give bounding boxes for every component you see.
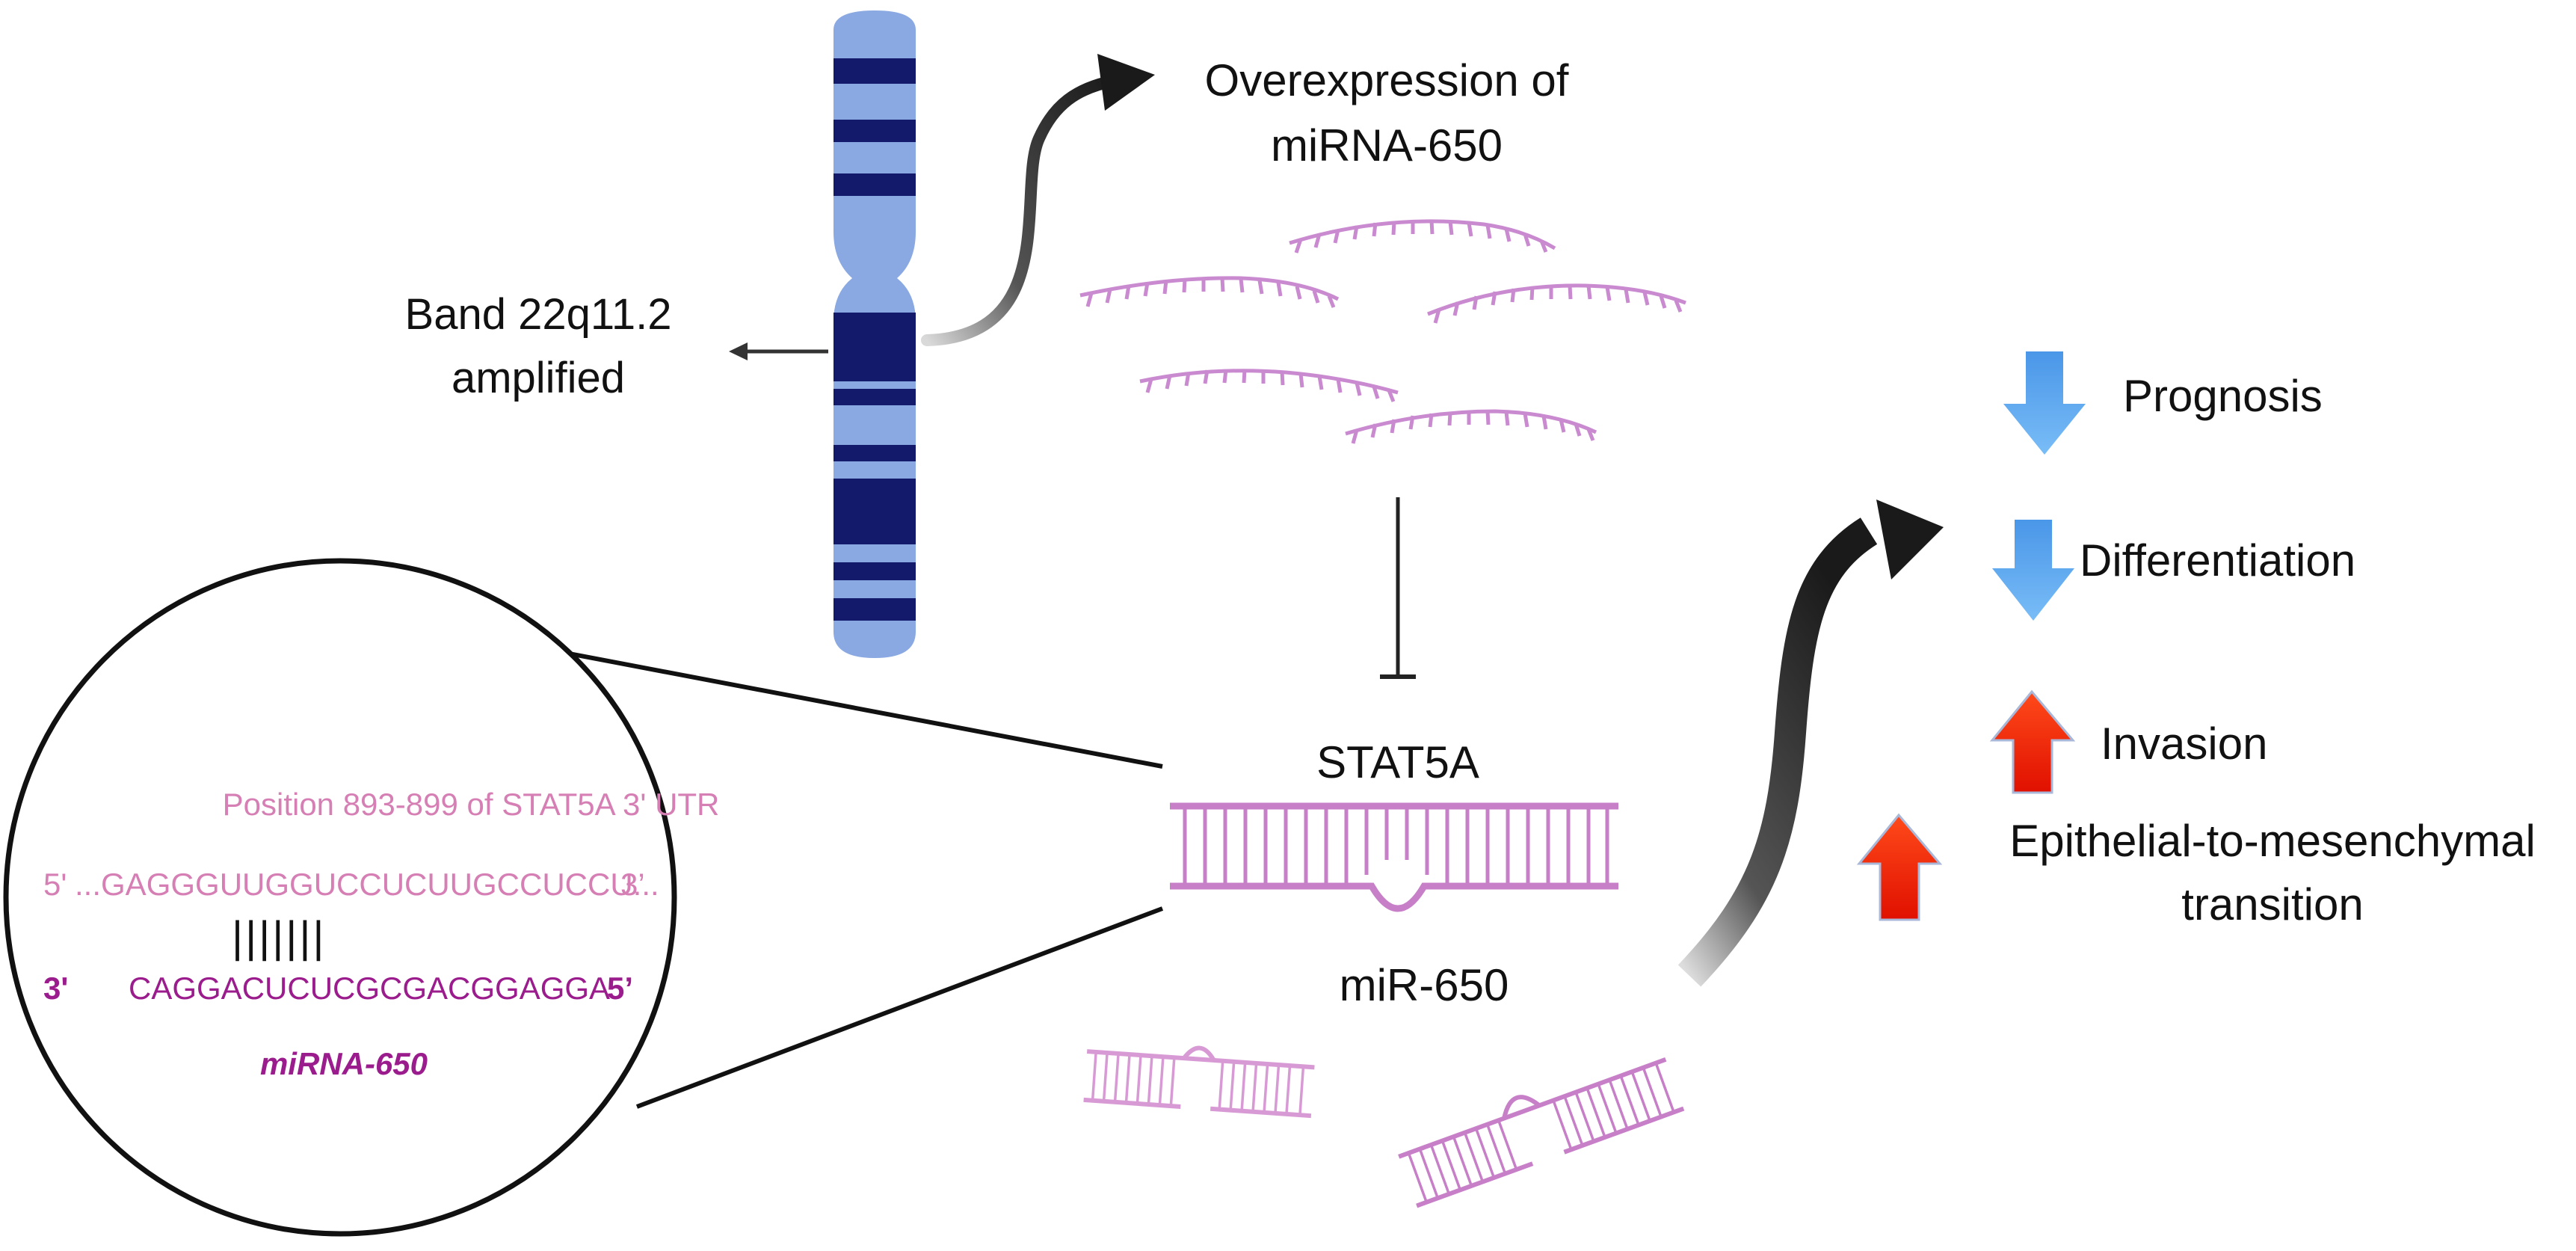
mirna-strand-5 xyxy=(1345,409,1597,444)
zoom-line-bottom xyxy=(635,906,1164,1109)
zoom-top-sequence: ...GAGGGUUGGUCCUCUUGCCUCCU... xyxy=(75,867,659,902)
band-label-line2: amplified xyxy=(452,354,625,402)
overexpression-curve-arrow xyxy=(921,54,1155,346)
overexpression-label-line2: miRNA-650 xyxy=(1271,120,1503,170)
zoom-bottom-5prime: 5’ xyxy=(607,971,633,1006)
emt-label-line1: Epithelial-to-mesenchymal xyxy=(2009,816,2536,866)
zoom-bottom-3prime: 3' xyxy=(43,971,68,1006)
band-label-line1: Band 22q11.2 xyxy=(405,290,672,339)
chromosome-upper-arm xyxy=(833,10,916,278)
invasion-label: Invasion xyxy=(2101,719,2267,769)
zoom-mirna-name: miRNA-650 xyxy=(260,1046,428,1081)
mirna-strand-3 xyxy=(1427,283,1686,324)
chromosome-bands xyxy=(833,58,916,621)
prognosis-down-arrow-icon xyxy=(2003,351,2086,455)
overexpression-label-line1: Overexpression of xyxy=(1205,55,1569,105)
inhibition-line xyxy=(1380,497,1416,679)
differentiation-label: Differentiation xyxy=(2080,535,2355,585)
small-duplex-1 xyxy=(1083,1045,1315,1119)
zoom-line-top xyxy=(552,648,1163,769)
emt-up-arrow-icon xyxy=(1856,813,1943,921)
stat5a-label: STAT5A xyxy=(1316,737,1479,787)
zoom-ellipse xyxy=(3,558,677,1237)
mirna-strand-2 xyxy=(1079,276,1340,308)
mirna-strand-1 xyxy=(1289,219,1556,253)
zoom-top-5prime: 5' xyxy=(43,867,67,902)
band-pointer-arrow xyxy=(729,342,828,360)
mirna-strand-4 xyxy=(1139,369,1399,402)
zoom-position-text: Position 893-899 of STAT5A 3' UTR xyxy=(223,787,720,822)
small-duplex-2 xyxy=(1398,1057,1685,1208)
mir650-label: miR-650 xyxy=(1340,960,1509,1010)
mirna-strands xyxy=(1079,219,1686,444)
outcome-curve-arrow xyxy=(1677,500,1944,987)
differentiation-down-arrow-icon xyxy=(1992,520,2074,621)
chromosome xyxy=(833,10,916,658)
zoom-top-3prime: 3’ xyxy=(620,867,645,902)
zoom-pairing-marks: ||||||| xyxy=(232,913,326,962)
emt-label-line2: transition xyxy=(2181,879,2363,929)
zoom-bottom-sequence: CAGGACUCUCGCGACGGAGGA xyxy=(129,971,610,1006)
stat5a-mirna-duplex xyxy=(1170,802,1618,912)
prognosis-label: Prognosis xyxy=(2123,371,2323,421)
invasion-up-arrow-icon xyxy=(1989,689,2076,794)
